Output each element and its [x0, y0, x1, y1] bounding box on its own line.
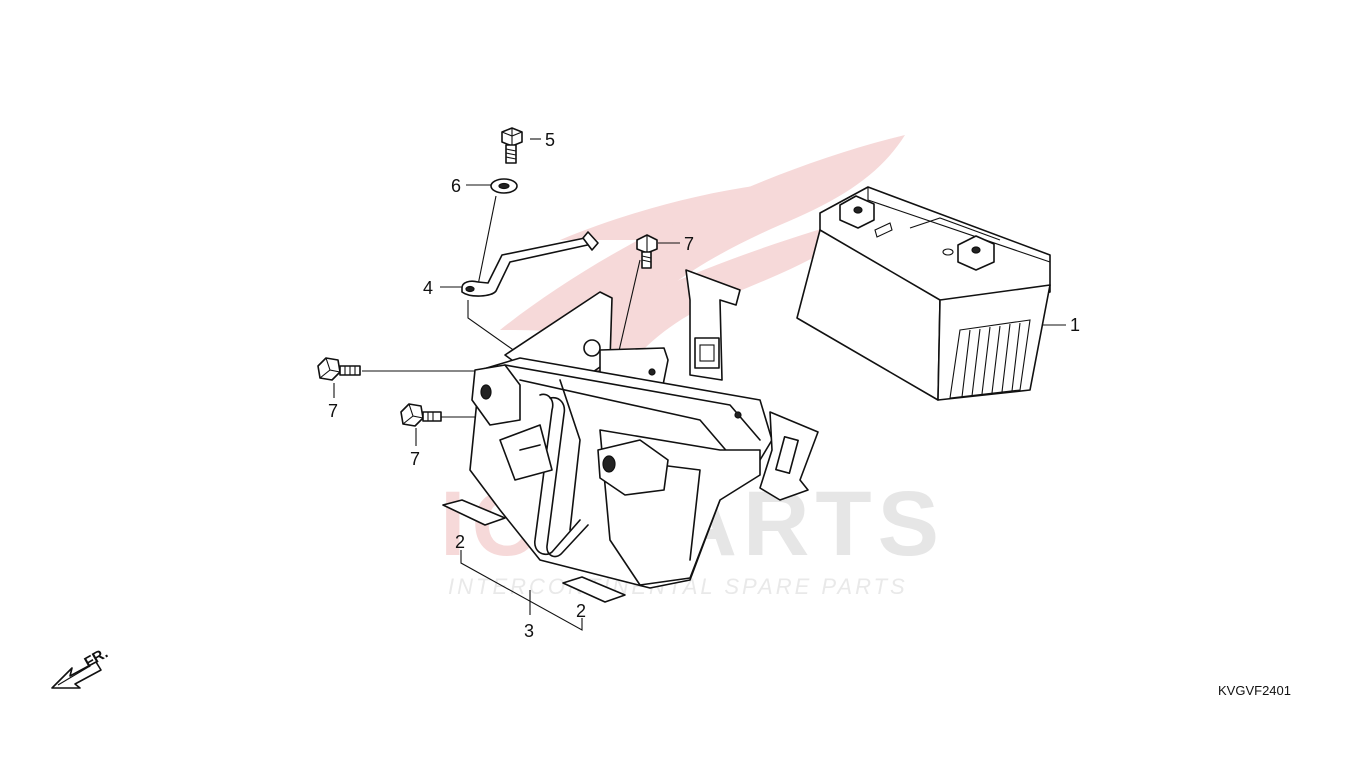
callout-bolt-top: 5 — [545, 130, 555, 150]
rubber-pad-part-2-a — [442, 499, 506, 526]
battery-part-1 — [796, 186, 1051, 401]
bolt-part-7-left-a — [317, 357, 361, 381]
callout-battery-box: 3 — [524, 621, 534, 641]
bolt-part-7-upper — [636, 234, 658, 269]
rubber-pad-part-2-b — [562, 576, 626, 603]
bolt-part-5 — [501, 127, 523, 164]
battery-box-part-3 — [469, 269, 819, 589]
washer-part-6 — [490, 178, 518, 194]
callout-bolt-upper: 7 — [684, 234, 694, 254]
callout-stay: 4 — [423, 278, 433, 298]
callout-battery: 1 — [1070, 315, 1080, 335]
callout-labels: 1 2 2 3 4 5 6 7 7 7 — [328, 130, 1080, 641]
front-direction-indicator: FR. — [51, 645, 111, 689]
callout-washer: 6 — [451, 176, 461, 196]
callout-rubber-pad-b: 2 — [576, 601, 586, 621]
bolt-part-7-left-b — [400, 403, 442, 427]
diagram-code: KVGVF2401 — [1218, 683, 1291, 698]
callout-rubber-pad-a: 2 — [455, 532, 465, 552]
callout-bolt-left-b: 7 — [410, 449, 420, 469]
callout-bolt-left-a: 7 — [328, 401, 338, 421]
stay-part-4 — [461, 231, 599, 297]
front-arrow-icon — [51, 661, 102, 689]
